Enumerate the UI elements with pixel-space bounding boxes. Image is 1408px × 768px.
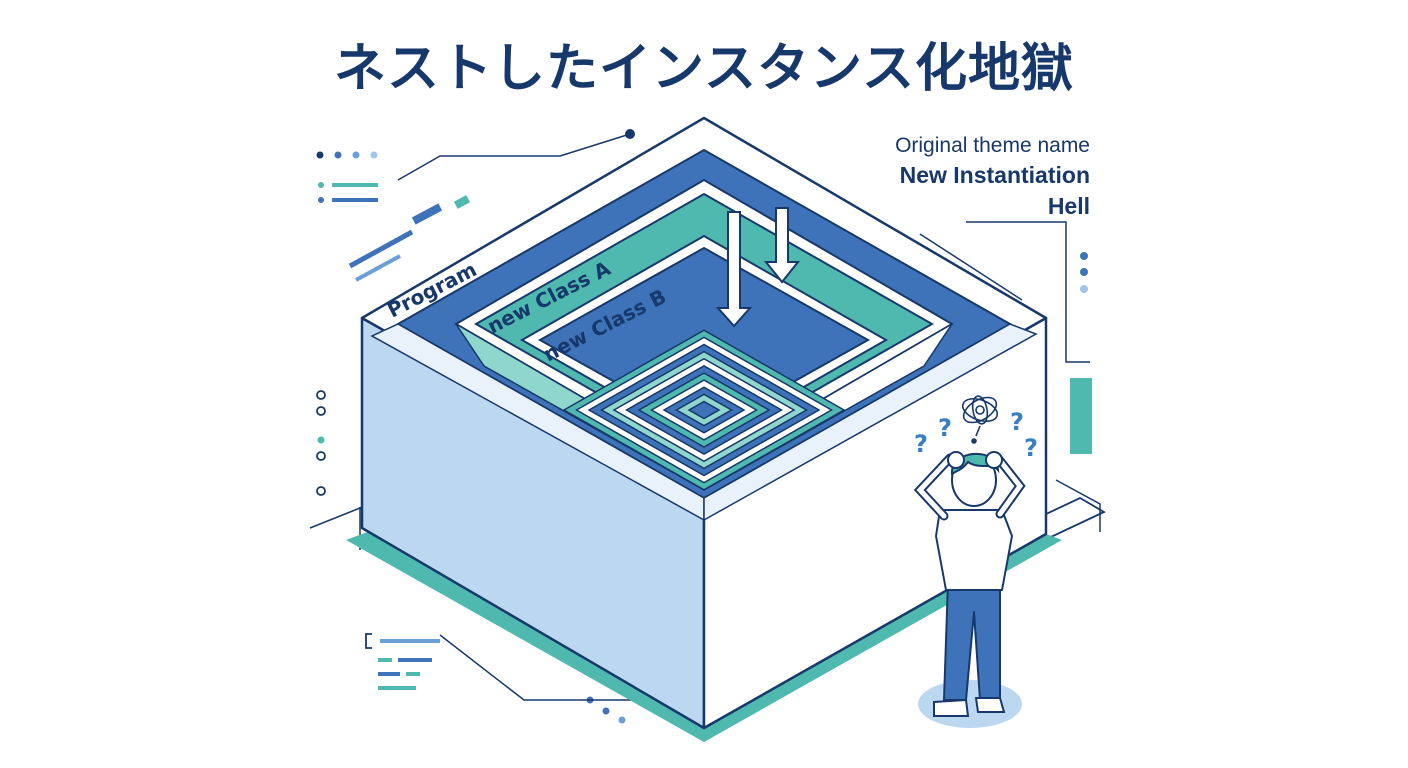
recursive-inner-levels bbox=[562, 329, 846, 491]
decor-right bbox=[919, 221, 1101, 532]
decor-left-bottom bbox=[365, 633, 626, 724]
confusion-scribble-icon bbox=[961, 395, 999, 444]
confused-developer: ? ? ? ? bbox=[913, 395, 1038, 728]
descend-arrows bbox=[715, 207, 801, 328]
base-plate-lines bbox=[309, 506, 361, 550]
theme-label-block: Original theme name New Instantiation He… bbox=[895, 132, 1090, 222]
decor-left-top bbox=[316, 129, 635, 282]
page-title: ネストしたインスタンス化地獄 bbox=[334, 39, 1074, 99]
theme-caption: Original theme name bbox=[895, 134, 1090, 157]
inner-level-11 bbox=[687, 400, 721, 420]
question-mark-1: ? bbox=[914, 430, 928, 458]
theme-name: New Instantiation Hell bbox=[899, 162, 1090, 219]
question-mark-3: ? bbox=[1010, 408, 1024, 436]
question-mark-2: ? bbox=[938, 414, 952, 442]
question-mark-4: ? bbox=[1024, 434, 1038, 462]
